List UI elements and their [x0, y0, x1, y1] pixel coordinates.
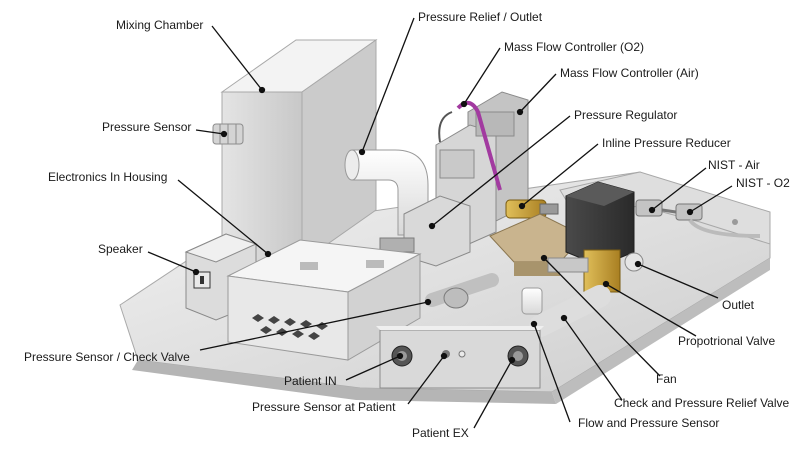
label-pressure-relief-outlet: Pressure Relief / Outlet — [418, 10, 543, 24]
label-mfc-air: Mass Flow Controller (Air) — [560, 66, 699, 80]
label-pressure-sensor-patient: Pressure Sensor at Patient — [252, 400, 396, 414]
label-pressure-regulator: Pressure Regulator — [574, 108, 678, 122]
pressure-sensor-part — [212, 123, 244, 145]
mixing-chamber — [220, 39, 378, 263]
flow-sensor-tubes — [521, 285, 611, 337]
proportional-valve-part — [547, 181, 644, 293]
label-fan: Fan — [656, 372, 677, 386]
label-nist-o2: NIST - O2 — [736, 176, 790, 190]
label-electronics-housing: Electronics In Housing — [48, 170, 168, 184]
patient-panel — [376, 326, 544, 389]
label-nist-air: NIST - Air — [708, 158, 760, 172]
electronics-housing-part — [226, 239, 422, 361]
label-check-pressure-relief-valve: Check and Pressure Relief Valve — [614, 396, 790, 410]
leader-lines — [147, 17, 733, 429]
label-pressure-sensor: Pressure Sensor — [102, 120, 192, 134]
check-valve-tube — [425, 273, 499, 309]
pressure-regulator-part — [379, 195, 471, 267]
label-flow-pressure-sensor: Flow and Pressure Sensor — [578, 416, 720, 430]
label-mixing-chamber: Mixing Chamber — [116, 18, 204, 32]
label-mfc-o2: Mass Flow Controller (O2) — [504, 40, 645, 54]
label-outlet: Outlet — [722, 298, 755, 312]
label-proportional-valve: Propotrional Valve — [678, 334, 776, 348]
label-patient-in: Patient IN — [284, 374, 337, 388]
inline-reducer-part — [505, 199, 559, 219]
label-inline-pressure-reducer: Inline Pressure Reducer — [602, 136, 731, 150]
label-speaker: Speaker — [98, 242, 143, 256]
label-pressure-sensor-check-valve: Pressure Sensor / Check Valve — [24, 350, 190, 364]
label-patient-ex: Patient EX — [412, 426, 469, 440]
